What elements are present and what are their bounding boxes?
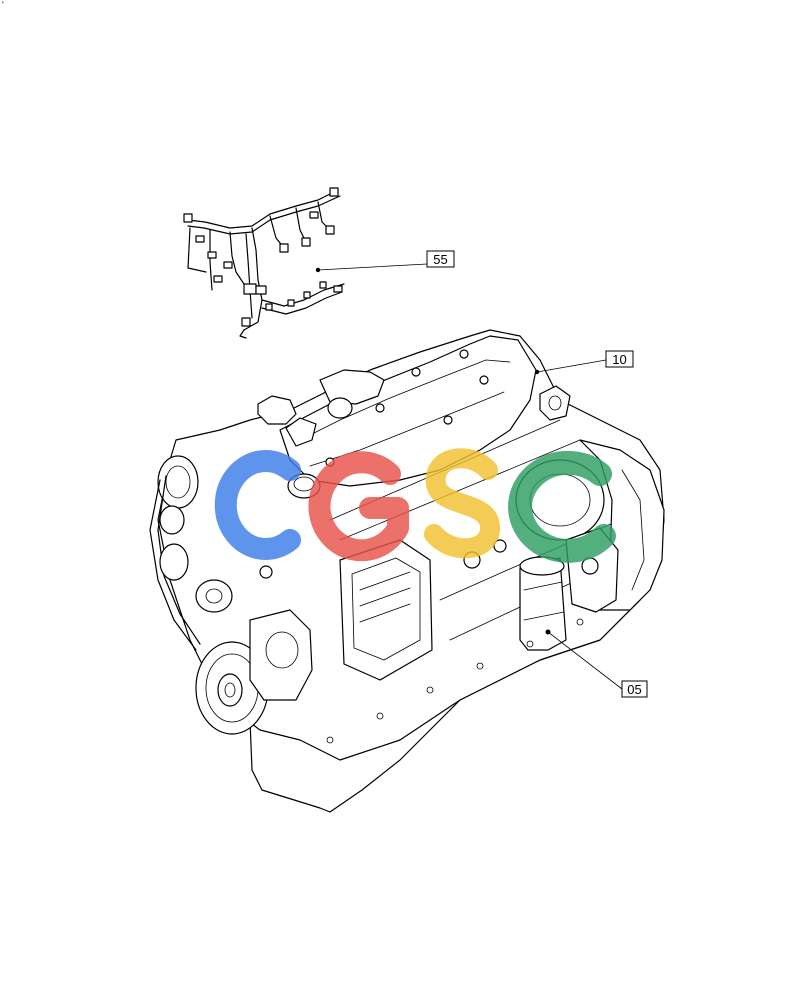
watermark-letter-c-blue: [214, 450, 301, 560]
corner-mark: ': [2, 0, 4, 10]
watermark-logo: [214, 448, 616, 563]
callout-05-label: 05: [627, 682, 641, 697]
engine-assembly[interactable]: [149, 329, 665, 813]
watermark-letter-s-yellow: [424, 448, 500, 559]
callout-55-label: 55: [433, 252, 447, 267]
watermark-letter-g-red: [308, 451, 409, 562]
callout-05[interactable]: 05: [547, 631, 648, 698]
callout-10[interactable]: 10: [534, 350, 634, 375]
callout-10-label: 10: [612, 352, 626, 367]
callout-55[interactable]: 55: [315, 250, 455, 273]
watermark-letter-c-green: [508, 450, 616, 563]
wiring-harness[interactable]: [183, 187, 345, 339]
